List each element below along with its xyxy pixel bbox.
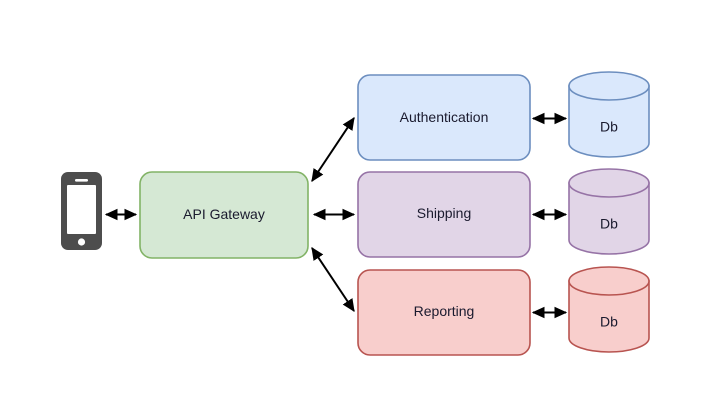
shipping-db-cylinder-body[interactable] bbox=[568, 182, 650, 255]
shipping-db-cylinder-top bbox=[568, 168, 650, 198]
shipping-db-label: Db bbox=[600, 216, 618, 232]
node-service-authentication[interactable]: Authentication bbox=[357, 74, 531, 161]
api-gateway-label: API Gateway bbox=[183, 206, 265, 222]
api-gateway-box[interactable] bbox=[139, 171, 309, 259]
node-db-reporting[interactable]: Db bbox=[568, 266, 650, 353]
phone-home-button bbox=[77, 238, 86, 246]
mobile-phone-icon bbox=[61, 172, 102, 250]
node-service-shipping[interactable]: Shipping bbox=[357, 171, 531, 258]
reporting-box[interactable] bbox=[357, 269, 531, 356]
edge-gateway-to-authentication bbox=[311, 117, 355, 182]
node-db-shipping[interactable]: Db bbox=[568, 168, 650, 255]
authentication-db-cylinder-top bbox=[568, 71, 650, 101]
authentication-box[interactable] bbox=[357, 74, 531, 161]
reporting-db-label: Db bbox=[600, 314, 618, 330]
node-db-authentication[interactable]: Db bbox=[568, 71, 650, 158]
authentication-db-cylinder-body[interactable] bbox=[568, 85, 650, 158]
edge-gateway-to-reporting bbox=[311, 247, 355, 312]
shipping-label: Shipping bbox=[417, 205, 472, 221]
shipping-box[interactable] bbox=[357, 171, 531, 258]
reporting-label: Reporting bbox=[414, 303, 475, 319]
authentication-label: Authentication bbox=[400, 109, 489, 125]
reporting-db-cylinder-body[interactable] bbox=[568, 280, 650, 353]
phone-screen bbox=[67, 185, 96, 234]
reporting-db-cylinder-top bbox=[568, 266, 650, 296]
authentication-db-label: Db bbox=[600, 119, 618, 135]
node-service-reporting[interactable]: Reporting bbox=[357, 269, 531, 356]
node-api-gateway[interactable]: API Gateway bbox=[139, 171, 309, 259]
phone-speaker-slit bbox=[75, 179, 88, 182]
